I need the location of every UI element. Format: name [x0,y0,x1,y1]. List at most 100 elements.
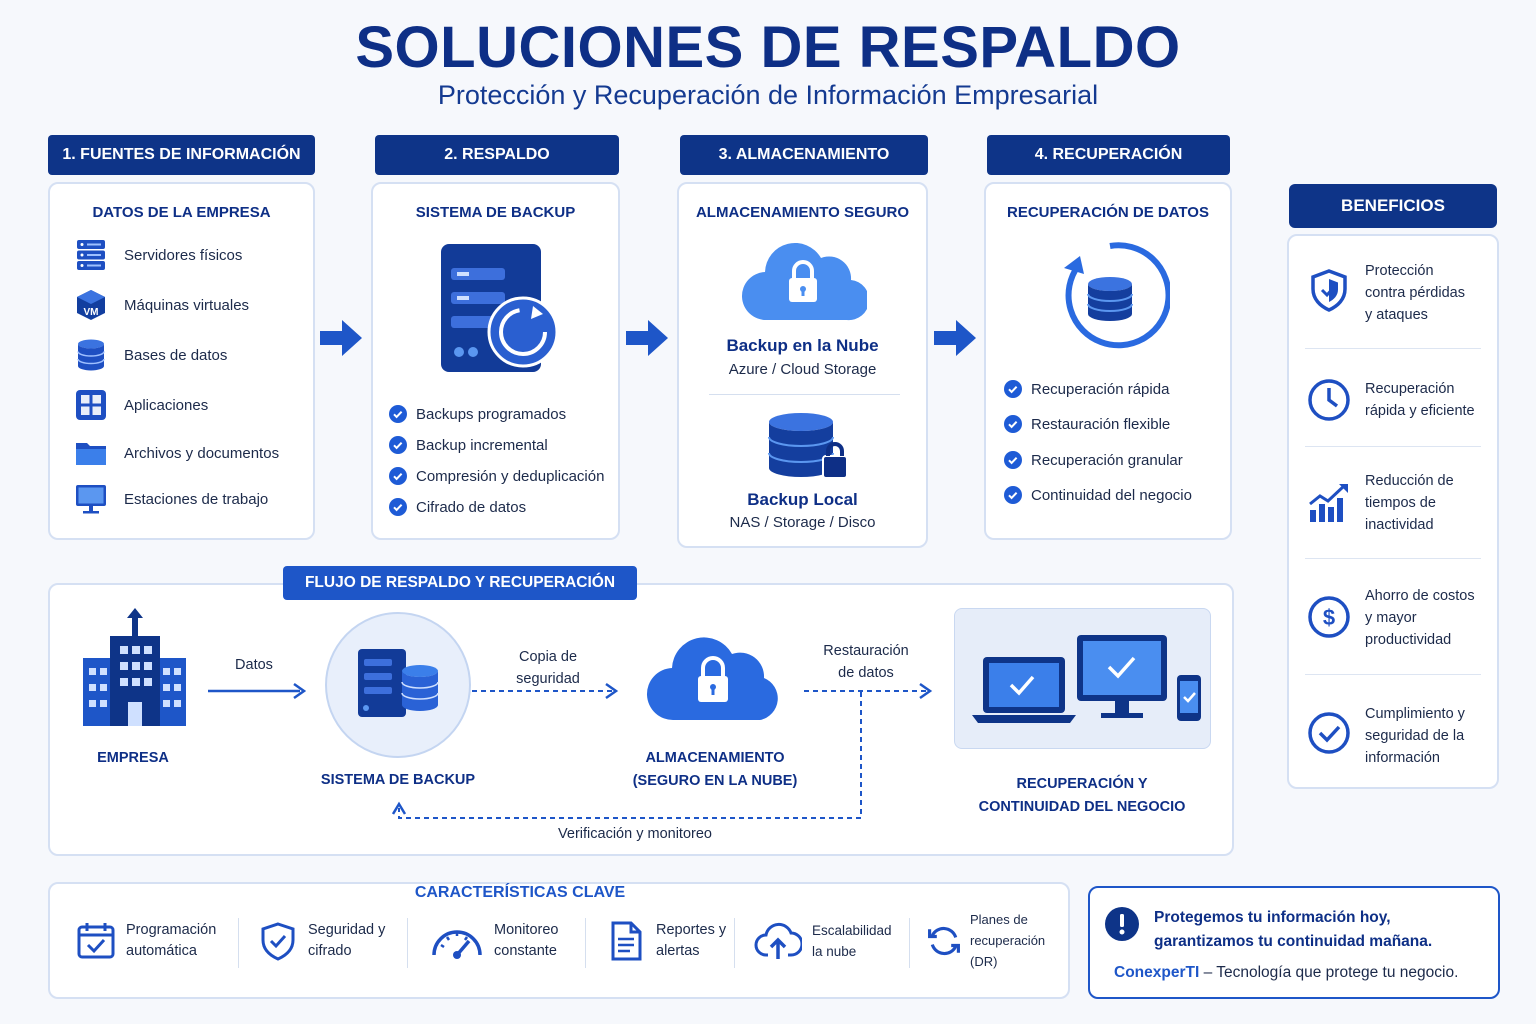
flow-arrow-icon [208,682,306,700]
devices-check-icon [972,635,1201,723]
backup-feature: Backups programados [389,405,566,423]
benefit-label: Cumplimiento y seguridad de la informaci… [1365,706,1465,766]
backup-card: SISTEMA DE BACKUP Backups programados Ba… [371,182,620,540]
recovery-feature: Recuperación granular [1004,451,1183,469]
backup-feature: Backup incremental [389,436,548,454]
backup-server-icon [441,244,559,372]
storage-divider [709,394,900,395]
check-circle-icon [1004,380,1022,398]
local-backup-title: Backup Local [747,490,858,509]
recovery-feature-label: Restauración flexible [1031,415,1171,433]
devices-panel [954,608,1211,749]
check-circle-icon [1308,712,1350,754]
check-circle-icon [389,467,407,485]
flow-restore-label: Restauración de datos [823,643,909,681]
source-label: Servidores físicos [124,246,243,264]
building-icon [83,608,186,726]
step-header-sources: 1. FUENTES DE INFORMACIÓN [48,135,315,175]
gauge-icon [432,929,482,959]
recovery-feature: Recuperación rápida [1004,380,1169,398]
recovery-feature-label: Recuperación rápida [1031,380,1170,398]
feature-divider [585,918,586,968]
benefit-label: Reducción de tiempos de inactividad [1365,473,1454,533]
flow-copy-label: Copia de seguridad [516,649,580,687]
verification-loop-arrow-icon [391,692,862,819]
source-item: Servidores físicos [74,238,242,272]
cloud-backup-subtitle: Azure / Cloud Storage [728,361,877,378]
features-panel: CARACTERÍSTICAS CLAVE Programación autom… [48,882,1070,999]
clock-icon [1308,379,1350,421]
flow-recovery-label: RECUPERACIÓN Y CONTINUIDAD DEL NEGOCIO [978,776,1186,815]
refresh-icon [928,926,960,955]
check-circle-icon [1004,486,1022,504]
feature-divider [734,918,735,968]
shield-check-icon [261,921,295,961]
benefits-header: BENEFICIOS [1289,184,1497,228]
brand-tagline: – Tecnología que protege tu negocio. [1199,964,1459,981]
recovery-feature-label: Recuperación granular [1031,451,1183,469]
benefit-divider [1305,674,1481,675]
source-item: VM Máquinas virtuales [74,288,249,322]
benefit-divider [1305,446,1481,447]
benefit-label: Protección contra pérdidas y ataques [1365,263,1465,323]
backup-feature-label: Backups programados [416,405,567,423]
monitor-icon [76,485,106,514]
flow-company-label: EMPRESA [97,750,169,766]
recovery-card: RECUPERACIÓN DE DATOS Recuperación rápid… [984,182,1232,540]
backup-system-icon [325,612,471,758]
flow-header: FLUJO DE RESPALDO Y RECUPERACIÓN [283,566,637,600]
benefit-divider [1305,348,1481,349]
check-circle-icon [1004,415,1022,433]
source-label: Bases de datos [124,346,228,364]
cta-box: Protegemos tu información hoy, garantiza… [1088,886,1500,999]
backup-feature: Cifrado de datos [389,498,526,516]
source-item: Bases de datos [74,338,227,372]
benefit-label: Ahorro de costos y mayor productividad [1365,588,1475,648]
step-header-backup: 2. RESPALDO [375,135,619,175]
backup-feature: Compresión y deduplicación [389,467,604,485]
sources-card-title: DATOS DE LA EMPRESA [92,204,271,221]
flow-storage-label: ALMACENAMIENTO (SEGURO EN LA NUBE) [632,750,798,789]
cta-tagline: ConexperTI – Tecnología que protege tu n… [1114,964,1458,982]
benefit-divider [1305,558,1481,559]
database-icon [77,339,105,371]
recovery-feature: Continuidad del negocio [1004,486,1192,504]
feature-item: Programación automática [76,884,216,997]
feature-label: Monitoreo constante [494,921,559,959]
feature-item: Escalabilidad la nube [754,884,892,997]
local-database-lock-icon [768,413,848,479]
source-label: Máquinas virtuales [124,296,250,314]
benefit-label: Recuperación rápida y eficiente [1365,381,1475,419]
check-circle-icon [389,498,407,516]
feature-divider [407,918,408,968]
flow-dashed-arrow-icon [472,682,619,700]
backup-feature-label: Compresión y deduplicación [416,467,605,485]
source-label: Archivos y documentos [124,444,280,462]
feature-label: Seguridad y cifrado [308,921,386,959]
feature-label: Planes de recuperación (DR) [970,912,1046,969]
benefits-card: Protección contra pérdidas y ataques Rec… [1287,234,1499,789]
backup-feature-label: Backup incremental [416,436,548,454]
step-header-recovery: 4. RECUPERACIÓN [987,135,1230,175]
feature-label: Escalabilidad la nube [812,922,892,959]
brand-name: ConexperTI [1114,964,1200,981]
feature-item: Monitoreo constante [430,884,558,997]
flow-verify-label: Verificación y monitoreo [558,826,712,842]
svg-text:$: $ [1323,605,1335,630]
cloud-backup-title: Backup en la Nube [726,336,879,355]
info-alert-icon [1105,907,1139,941]
dollar-icon: $ [1308,596,1350,638]
sources-card: DATOS DE LA EMPRESA Servidores físicos V… [48,182,315,540]
source-item: Archivos y documentos [74,436,279,470]
check-circle-icon [389,436,407,454]
cta-line-2: garantizamos tu continuidad mañana. [1154,933,1433,950]
storage-card: ALMACENAMIENTO SEGURO Backup en la Nube … [677,182,928,548]
recovery-feature-label: Continuidad del negocio [1031,486,1192,504]
feature-divider [909,918,910,968]
apps-grid-icon [76,390,106,420]
source-item: Estaciones de trabajo [74,482,268,516]
cloud-upload-icon [754,922,802,959]
check-circle-icon [1004,451,1022,469]
cta-line-1: Protegemos tu información hoy, [1154,909,1391,926]
source-label: Aplicaciones [124,396,209,414]
